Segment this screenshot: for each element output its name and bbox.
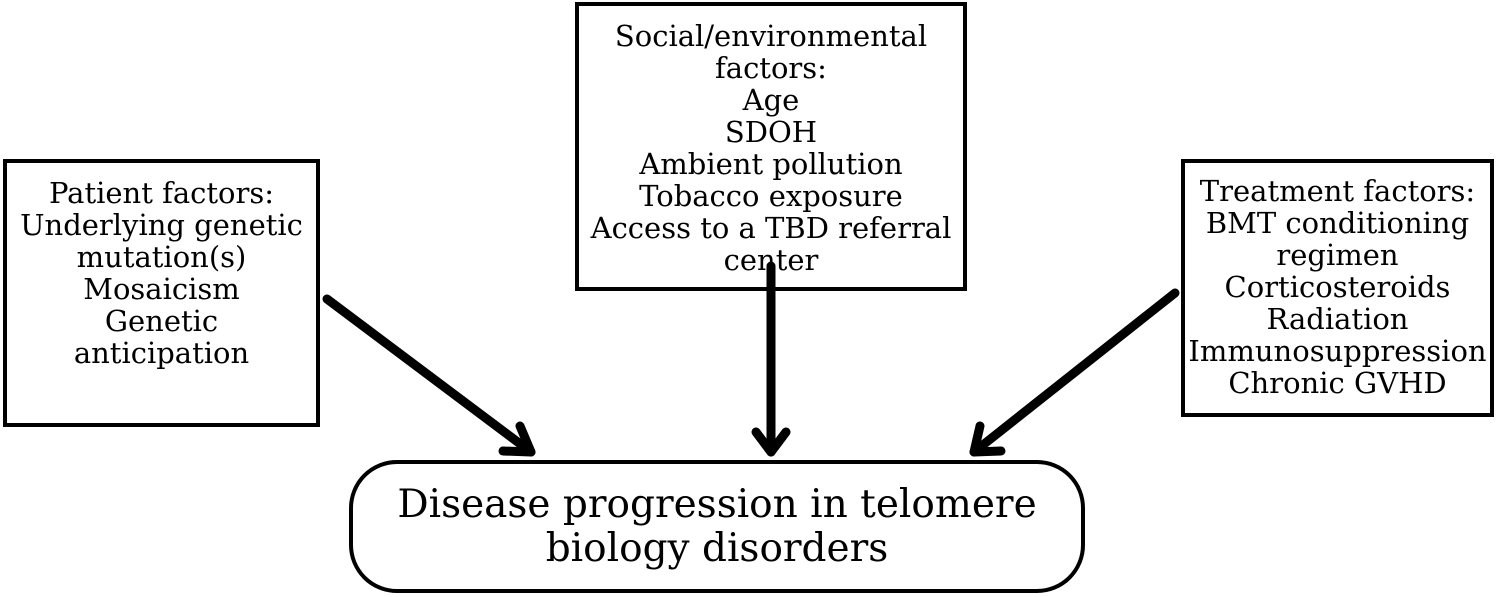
patient-factors-line: Underlying genetic [20, 208, 303, 242]
arrow-treatment-to-outcome [969, 288, 1180, 457]
patient-factors-line: Patient factors: [48, 176, 275, 210]
arrow-patient-to-outcome [322, 294, 536, 457]
social-factors-line: SDOH [724, 115, 818, 149]
patient-factors-line: mutation(s) [76, 240, 247, 274]
social-factors-line: Tobacco exposure [639, 179, 903, 213]
social-factors-line: Social/environmental [614, 19, 928, 53]
social-factors-line: Ambient pollution [639, 147, 903, 181]
patient-factors-line: anticipation [73, 336, 250, 370]
social-factors-line: factors: [715, 51, 827, 85]
treatment-factors-box: Treatment factors: BMT conditioning regi… [1181, 159, 1494, 417]
treatment-factors-line: BMT conditioning [1205, 206, 1470, 240]
social-factors-line: Access to a TBD referral [590, 211, 952, 245]
arrow-social-to-outcome [751, 261, 791, 457]
social-environmental-factors-box: Social/environmental factors: Age SDOH A… [575, 2, 967, 291]
treatment-factors-line: Radiation [1266, 302, 1409, 336]
treatment-factors-line: Immunosuppression [1188, 334, 1487, 368]
social-factors-line: center [723, 243, 819, 277]
patient-factors-line: Mosaicism [83, 272, 240, 306]
patient-factors-line: Genetic [104, 304, 219, 338]
treatment-factors-line: Corticosteroids [1224, 270, 1451, 304]
treatment-factors-line: regimen [1276, 238, 1399, 272]
outcome-line: biology disorders [545, 525, 889, 571]
disease-progression-box: Disease progression in telomere biology … [349, 460, 1085, 593]
patient-factors-box: Patient factors: Underlying genetic muta… [3, 159, 320, 427]
treatment-factors-line: Chronic GVHD [1228, 366, 1447, 400]
outcome-line: Disease progression in telomere [397, 481, 1037, 527]
treatment-factors-line: Treatment factors: [1199, 174, 1476, 208]
social-factors-line: Age [742, 83, 800, 117]
